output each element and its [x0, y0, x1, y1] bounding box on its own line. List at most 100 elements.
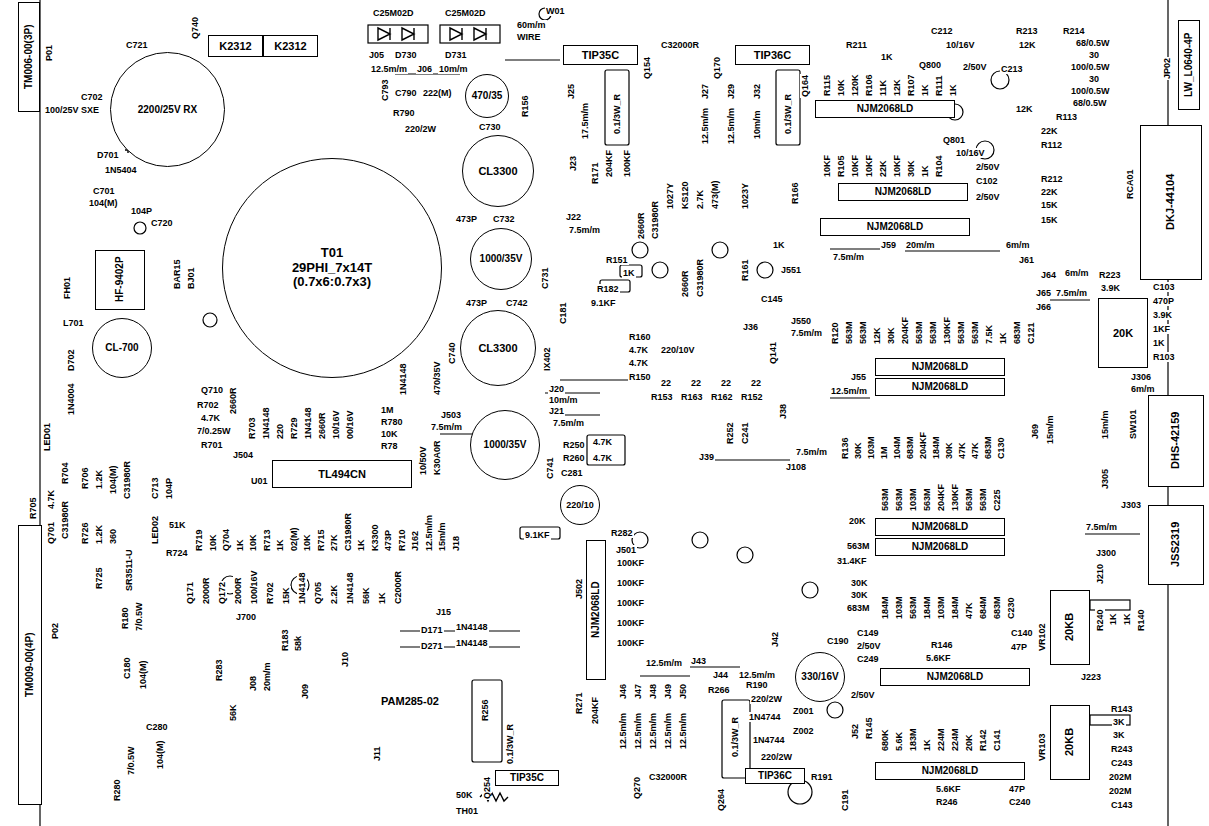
component-outline: NJM2068LD	[875, 518, 1005, 536]
silkscreen-label: J501	[615, 545, 637, 555]
silkscreen-label: R213	[1015, 26, 1039, 36]
silkscreen-label: 20m/m	[262, 661, 272, 692]
silkscreen-label: C145	[760, 294, 784, 304]
silkscreen-label: 00/16V	[345, 409, 355, 440]
silkscreen-label: C241	[740, 421, 750, 445]
silkscreen-label: 12.5m/m	[700, 107, 710, 145]
silkscreen-label: 22K	[1040, 187, 1059, 197]
silkscreen-label: R153	[650, 392, 674, 402]
component-outline: JSS2319	[1148, 505, 1204, 585]
silkscreen-label: 22K	[1040, 126, 1059, 136]
silkscreen-label: J303	[1120, 500, 1142, 510]
silkscreen-label: 204KF	[590, 696, 600, 725]
silkscreen-label: Q264	[716, 788, 726, 812]
silkscreen-label: C741	[545, 456, 555, 480]
silkscreen-label: 473P	[465, 298, 488, 308]
silkscreen-label: J108	[785, 462, 807, 472]
component-outline: LW_L0640-4P	[1178, 20, 1200, 110]
silkscreen-label: C742	[505, 298, 529, 308]
silkscreen-label: 563M	[858, 320, 868, 345]
silkscreen-label: D701	[96, 150, 120, 160]
component-symbol	[450, 28, 462, 40]
silkscreen-label: 563M	[970, 320, 980, 345]
component-symbol	[402, 28, 414, 40]
silkscreen-label: 184M	[880, 595, 890, 620]
silkscreen-label: C141	[992, 728, 1002, 752]
silkscreen-label: 473P	[455, 214, 478, 224]
silkscreen-label: R180	[120, 606, 130, 630]
silkscreen-label: 12.5m/m	[663, 712, 673, 750]
silkscreen-label: 56K	[228, 703, 238, 722]
silkscreen-label: 12.5m/m	[678, 712, 688, 750]
silkscreen-label: LED01	[42, 422, 52, 452]
part-text: NJM2068LD	[912, 521, 969, 533]
silkscreen-label: 12.5m/m	[424, 514, 434, 552]
silkscreen-label: C31980R	[122, 460, 132, 500]
silkscreen-label: C212	[930, 26, 954, 36]
component-outline: 330/16V	[795, 652, 845, 702]
silkscreen-label: 7.5m/m	[568, 225, 601, 235]
component-outline: 2200/25V RX	[110, 52, 225, 167]
silkscreen-label: C143	[1110, 800, 1134, 810]
silkscreen-label: J47	[633, 683, 643, 700]
silkscreen-label: P02	[50, 622, 60, 640]
silkscreen-label: 1N4148	[261, 406, 271, 440]
silkscreen-label: 30K	[944, 441, 954, 460]
component-outline: 1000/35V	[470, 228, 532, 290]
silkscreen-label: R243	[1110, 744, 1134, 754]
silkscreen-label: 51K	[168, 520, 187, 530]
silkscreen-label: 15m/m	[437, 521, 447, 552]
silkscreen-label: R280	[112, 778, 122, 802]
silkscreen-label: R106	[864, 73, 874, 97]
part-outline	[776, 70, 800, 145]
silkscreen-label: R702	[196, 400, 220, 410]
silkscreen-label: 7/0.25W	[196, 426, 232, 436]
silkscreen-label: C180	[122, 656, 132, 680]
silkscreen-label: 12K	[892, 78, 902, 97]
silkscreen-label: J20	[548, 384, 565, 394]
silkscreen-label: D730	[394, 50, 418, 60]
silkscreen-label: 1K	[922, 738, 932, 752]
silkscreen-label: 30K	[886, 326, 896, 345]
silkscreen-label: 104P	[164, 477, 174, 500]
component-symbol	[474, 28, 486, 40]
silkscreen-label: 563M	[908, 595, 918, 620]
silkscreen-label: 7.5m/m	[1055, 288, 1088, 298]
trace-line	[905, 250, 1000, 251]
silkscreen-label: R115	[822, 74, 832, 97]
round-part-outline	[827, 702, 843, 718]
silkscreen-label: R112	[1040, 140, 1063, 150]
silkscreen-label: R250	[562, 440, 586, 450]
component-outline: K2312	[263, 35, 318, 57]
silkscreen-label: 1K	[622, 268, 636, 278]
component-outline: CL-700	[92, 318, 152, 378]
round-part-outline	[134, 222, 146, 234]
silkscreen-label: 204KF	[936, 483, 946, 512]
silkscreen-label: 1M	[380, 405, 395, 415]
silkscreen-label: Z001	[792, 706, 815, 716]
silkscreen-label: 2.2K	[329, 584, 339, 605]
part-text: 29PHI_7x14T	[292, 261, 372, 276]
silkscreen-label: 60m/m	[516, 20, 547, 30]
silkscreen-label: 7.5m/m	[552, 418, 585, 428]
part-text: 20KB	[1063, 728, 1076, 756]
round-part-outline	[203, 313, 217, 327]
silkscreen-label: 30K	[906, 159, 916, 178]
round-part-outline	[652, 262, 668, 278]
silkscreen-label: 02(M)	[289, 526, 299, 552]
silkscreen-label: 3K	[1112, 730, 1126, 740]
round-part-outline	[692, 532, 708, 548]
silkscreen-label: 0.1/3W_R	[612, 93, 622, 135]
silkscreen-label: 473P	[383, 529, 393, 552]
silkscreen-label: 1M	[879, 445, 889, 460]
silkscreen-label: D171	[420, 625, 444, 635]
silkscreen-label: 120K	[850, 73, 860, 97]
silkscreen-label: R729	[289, 416, 299, 440]
silkscreen-label: C149	[856, 628, 880, 638]
silkscreen-label: 2/50V	[850, 690, 876, 700]
silkscreen-label: C243	[1110, 758, 1134, 768]
silkscreen-label: J15	[435, 607, 452, 617]
silkscreen-label: 10/16V	[945, 40, 976, 50]
silkscreen-label: 2000R	[201, 576, 211, 605]
silkscreen-label: R266	[707, 685, 731, 695]
